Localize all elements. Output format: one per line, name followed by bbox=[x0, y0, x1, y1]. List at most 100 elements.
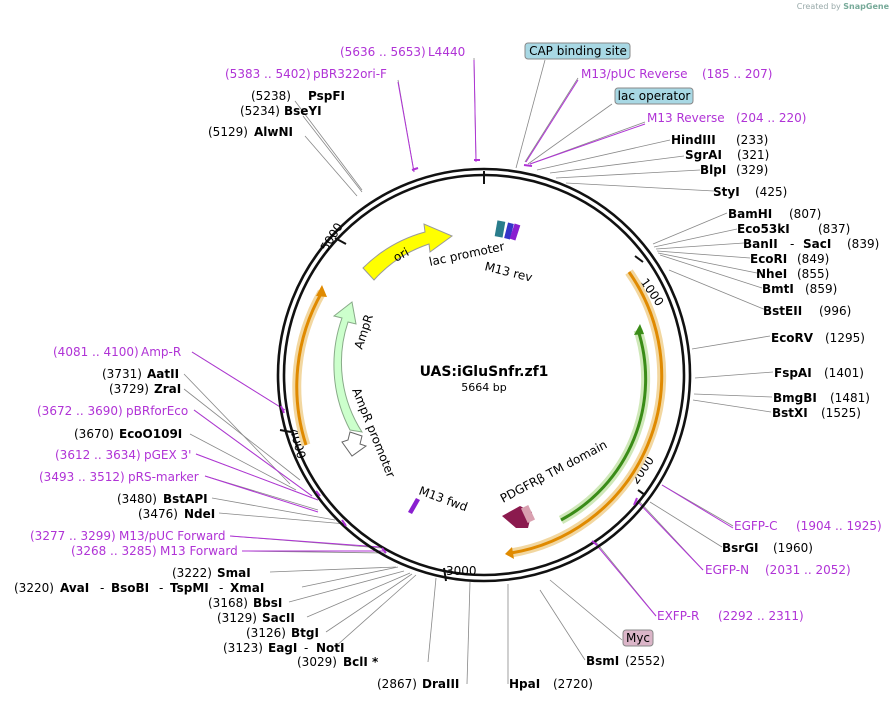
cds-green-head bbox=[634, 324, 644, 335]
label-m13puc-fwd-pos: (3277 .. 3299) bbox=[30, 529, 116, 543]
plasmid-size: 5664 bp bbox=[461, 381, 506, 394]
label-pbr322-pos: (5383 .. 5402) bbox=[225, 67, 311, 81]
label-avai-name: AvaI bbox=[60, 581, 89, 595]
label-bmti-name: BmtI bbox=[762, 282, 794, 296]
label-aatii-pos: (3731) bbox=[102, 367, 142, 381]
cds-left-head bbox=[316, 285, 327, 297]
label-egfpc-pos: (1904 .. 1925) bbox=[796, 519, 882, 533]
label-sgrai-pos: (321) bbox=[737, 148, 769, 162]
label-exfpr-pos: (2292 .. 2311) bbox=[718, 609, 804, 623]
label-prs-pos: (3493 .. 3512) bbox=[39, 470, 125, 484]
label-bamhi-name: BamHI bbox=[728, 207, 772, 221]
label-m13-rev-name: M13 Reverse bbox=[647, 111, 725, 125]
label-bmgbi-pos: (1481) bbox=[830, 391, 870, 405]
label-m13-rev-pos: (204 .. 220) bbox=[736, 111, 806, 125]
m13fwd-feature bbox=[408, 498, 420, 514]
label-eagi-pos: (3123) bbox=[223, 641, 263, 655]
m13rev-feature bbox=[509, 223, 521, 241]
label-ndei-pos: (3476) bbox=[138, 507, 178, 521]
label-pspfi-name: PspFI bbox=[308, 89, 345, 103]
label-bsrgi-pos: (1960) bbox=[773, 541, 813, 555]
cap-box-label: CAP binding site bbox=[529, 44, 627, 58]
label-aatii-name: AatII bbox=[147, 367, 179, 381]
cap-site-feature bbox=[494, 220, 506, 238]
label-draiii-pos: (2867) bbox=[377, 677, 417, 691]
label-bstxi-name: BstXI bbox=[772, 406, 808, 420]
label-exfpr-name: EXFP-R bbox=[657, 609, 699, 623]
label-smai-pos: (3222) bbox=[172, 566, 212, 580]
cds-green-halo bbox=[558, 328, 651, 524]
lac-operator-feature bbox=[504, 222, 514, 240]
label-ecoo109i-pos: (3670) bbox=[74, 427, 114, 441]
label-tspmi-name: TspMI bbox=[170, 581, 209, 595]
label-btgi-name: BtgI bbox=[291, 626, 319, 640]
label-styi-name: StyI bbox=[713, 185, 740, 199]
label-nhei-name: NheI bbox=[756, 267, 787, 281]
tick-marks bbox=[279, 171, 646, 582]
label-bsmi-pos: (2552) bbox=[625, 654, 665, 668]
label-ampr-pos: (4081 .. 4100) bbox=[53, 345, 139, 359]
m13fwd-label: M13 fwd bbox=[417, 484, 470, 515]
snapgene-credit: Created by SnapGene bbox=[796, 2, 889, 11]
label-ecori-name: EcoRI bbox=[750, 252, 787, 266]
label-avai-sep1: - bbox=[100, 581, 104, 595]
label-ecorv-pos: (1295) bbox=[825, 331, 865, 345]
label-hpai-name: HpaI bbox=[509, 677, 540, 691]
label-xmai-name: XmaI bbox=[230, 581, 264, 595]
label-hindiii-pos: (233) bbox=[736, 133, 768, 147]
label-noti-name: NotI bbox=[316, 641, 345, 655]
lacop-box-label: lac operator bbox=[618, 89, 691, 103]
label-blpi-name: BlpI bbox=[700, 163, 726, 177]
label-ecoo109i-name: EcoO109I bbox=[119, 427, 182, 441]
label-bstapi-name: BstAPI bbox=[163, 492, 208, 506]
primer-leaders bbox=[191, 59, 734, 617]
label-egfpc-name: EGFP-C bbox=[734, 519, 777, 533]
cds-green-arc bbox=[560, 329, 648, 522]
label-ecorv-name: EcoRV bbox=[771, 331, 814, 345]
label-bsmi-name: BsmI bbox=[586, 654, 619, 668]
label-alwni-pos: (5129) bbox=[208, 125, 248, 139]
label-saci-name: SacI bbox=[803, 237, 831, 251]
label-zrai-name: ZraI bbox=[154, 382, 181, 396]
lacop-box bbox=[614, 87, 694, 105]
cds-left-arc bbox=[295, 291, 324, 446]
label-l4440-pos: (5636 .. 5653) bbox=[340, 45, 426, 59]
backbone-outer bbox=[276, 167, 692, 583]
label-bseyi-name: BseYI bbox=[284, 104, 322, 118]
label-sacii-name: SacII bbox=[262, 611, 295, 625]
label-blpi-pos: (329) bbox=[736, 163, 768, 177]
label-bbsi-pos: (3168) bbox=[208, 596, 248, 610]
ori-arrow bbox=[362, 223, 454, 281]
label-eagi-name: EagI bbox=[268, 641, 297, 655]
cds-outer-arc bbox=[510, 271, 664, 555]
label-prs-name: pRS-marker bbox=[128, 470, 199, 484]
label-bsteii-name: BstEII bbox=[763, 304, 802, 318]
cds-outer-head bbox=[505, 547, 514, 559]
label-draiii-name: DraIII bbox=[422, 677, 459, 691]
label-eco53ki-pos: (837) bbox=[818, 222, 850, 236]
label-m13fwd-pos: (3268 .. 3285) bbox=[71, 544, 157, 558]
ampr-arrow bbox=[332, 301, 364, 433]
label-pgex-pos: (3612 .. 3634) bbox=[55, 448, 141, 462]
m13rev-label: M13 rev bbox=[483, 259, 534, 284]
label-m13puc-rev-name: M13/pUC Reverse bbox=[581, 67, 688, 81]
myc-box-label: Myc bbox=[626, 631, 650, 645]
label-bmti-pos: (859) bbox=[805, 282, 837, 296]
label-hpai-pos: (2720) bbox=[553, 677, 593, 691]
label-egfpn-name: EGFP-N bbox=[705, 563, 749, 577]
label-banii-name: BanII bbox=[743, 237, 778, 251]
label-bsrgi-name: BsrGI bbox=[722, 541, 759, 555]
label-ecori-pos: (849) bbox=[797, 252, 829, 266]
label-eagi-sep: - bbox=[304, 641, 308, 655]
myc-feature bbox=[520, 505, 536, 523]
label-l4440-name: L4440 bbox=[428, 45, 465, 59]
label-bbsi-name: BbsI bbox=[253, 596, 282, 610]
label-nhei-pos: (855) bbox=[797, 267, 829, 281]
label-fspai-pos: (1401) bbox=[824, 366, 864, 380]
label-sgrai-name: SgrAI bbox=[685, 148, 722, 162]
label-hindiii-name: HindIII bbox=[671, 133, 716, 147]
label-pbrforeco-name: pBRforEco bbox=[126, 404, 188, 418]
label-egfpn-pos: (2031 .. 2052) bbox=[765, 563, 851, 577]
label-bamhi-pos: (807) bbox=[789, 207, 821, 221]
label-avai-sep3: - bbox=[219, 581, 223, 595]
